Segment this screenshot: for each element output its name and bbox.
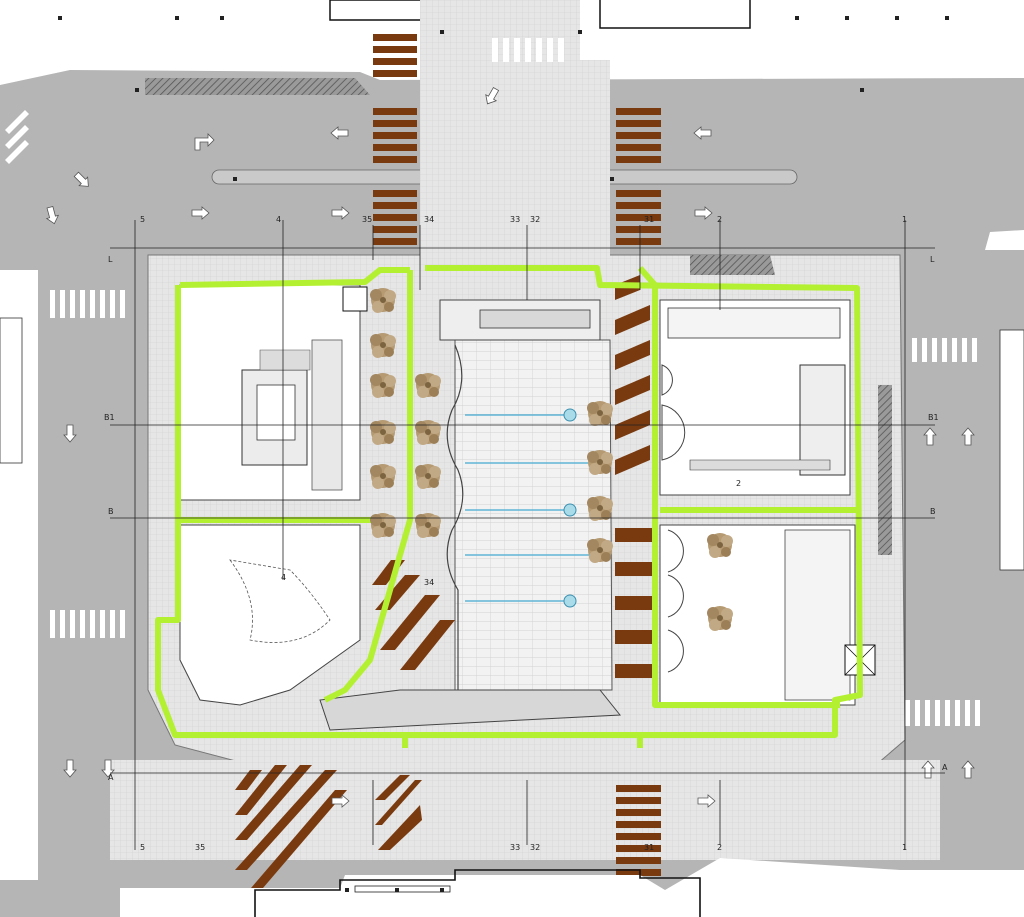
land-left-lower — [0, 610, 38, 880]
tree-icon — [415, 464, 441, 489]
section-mark: A — [108, 773, 114, 782]
tree-icon — [707, 533, 733, 558]
section-mark: A — [942, 763, 948, 772]
bollards — [58, 16, 949, 892]
tree-icon — [587, 496, 613, 521]
tree-icon — [370, 464, 396, 489]
section-mark: 31 — [644, 215, 654, 224]
tree-icon — [587, 538, 613, 563]
section-mark: L — [930, 255, 935, 264]
north-plaza-crossing — [420, 60, 610, 260]
tree-icon — [370, 373, 396, 398]
section-mark: 2 — [736, 479, 741, 488]
building-southeast — [659, 524, 876, 706]
section-mark: 33 — [510, 215, 520, 224]
section-mark: 35 — [362, 215, 372, 224]
tree-icon — [415, 513, 441, 538]
section-mark: B — [930, 507, 936, 516]
section-mark: 2 — [717, 215, 722, 224]
hatched-zone-east — [878, 385, 892, 555]
section-lines — [110, 220, 945, 850]
section-mark: B — [108, 507, 114, 516]
building-northwest — [179, 284, 361, 501]
tree-icon — [370, 333, 396, 358]
tree-icon — [587, 450, 613, 475]
tree-icon — [587, 401, 613, 426]
tree-icon — [415, 373, 441, 398]
section-mark: 35 — [195, 843, 205, 852]
section-mark: 33 — [510, 843, 520, 852]
section-mark: L — [108, 255, 113, 264]
building-left-edge — [0, 317, 23, 464]
section-mark: B1 — [104, 413, 115, 422]
tree-icon — [370, 513, 396, 538]
section-labels: 1 2 31 32 33 34 35 4 5 1 2 31 32 33 35 5… — [104, 215, 948, 852]
section-mark: 4 — [276, 215, 281, 224]
section-mark: 34 — [424, 215, 434, 224]
building-southwest — [179, 524, 361, 706]
fountain-icon — [563, 408, 577, 608]
accessible-route — [155, 265, 863, 748]
section-mark: 32 — [530, 215, 540, 224]
crosswalks-brown — [235, 34, 661, 895]
south-buildings — [120, 858, 1024, 917]
building-northeast — [659, 299, 851, 496]
section-mark: 1 — [902, 215, 907, 224]
section-mark: B1 — [928, 413, 939, 422]
tree-icon — [707, 606, 733, 631]
seating-niches — [661, 364, 686, 673]
hatched-zone-ne — [690, 255, 775, 275]
water-channels — [465, 414, 590, 602]
tree-icon — [370, 420, 396, 445]
building-right-edge — [999, 329, 1024, 571]
section-mark: 34 — [424, 578, 434, 587]
section-mark: 5 — [140, 215, 145, 224]
section-mark: 1 — [902, 843, 907, 852]
stair-core-nw — [342, 286, 368, 312]
hatched-zone-north — [145, 78, 370, 95]
section-mark: 31 — [644, 843, 654, 852]
crosswalks-white — [5, 38, 980, 726]
top-buildings — [0, 0, 1024, 70]
section-mark: 2 — [717, 843, 722, 852]
road-arrows — [43, 85, 975, 808]
section-mark: 32 — [530, 843, 540, 852]
section-mark: 4 — [281, 573, 286, 582]
section-mark: 5 — [140, 843, 145, 852]
tree-icon — [370, 288, 396, 313]
tree-icon — [415, 420, 441, 445]
turn-arrow-icon — [194, 133, 215, 151]
south-sidewalk — [110, 760, 940, 860]
